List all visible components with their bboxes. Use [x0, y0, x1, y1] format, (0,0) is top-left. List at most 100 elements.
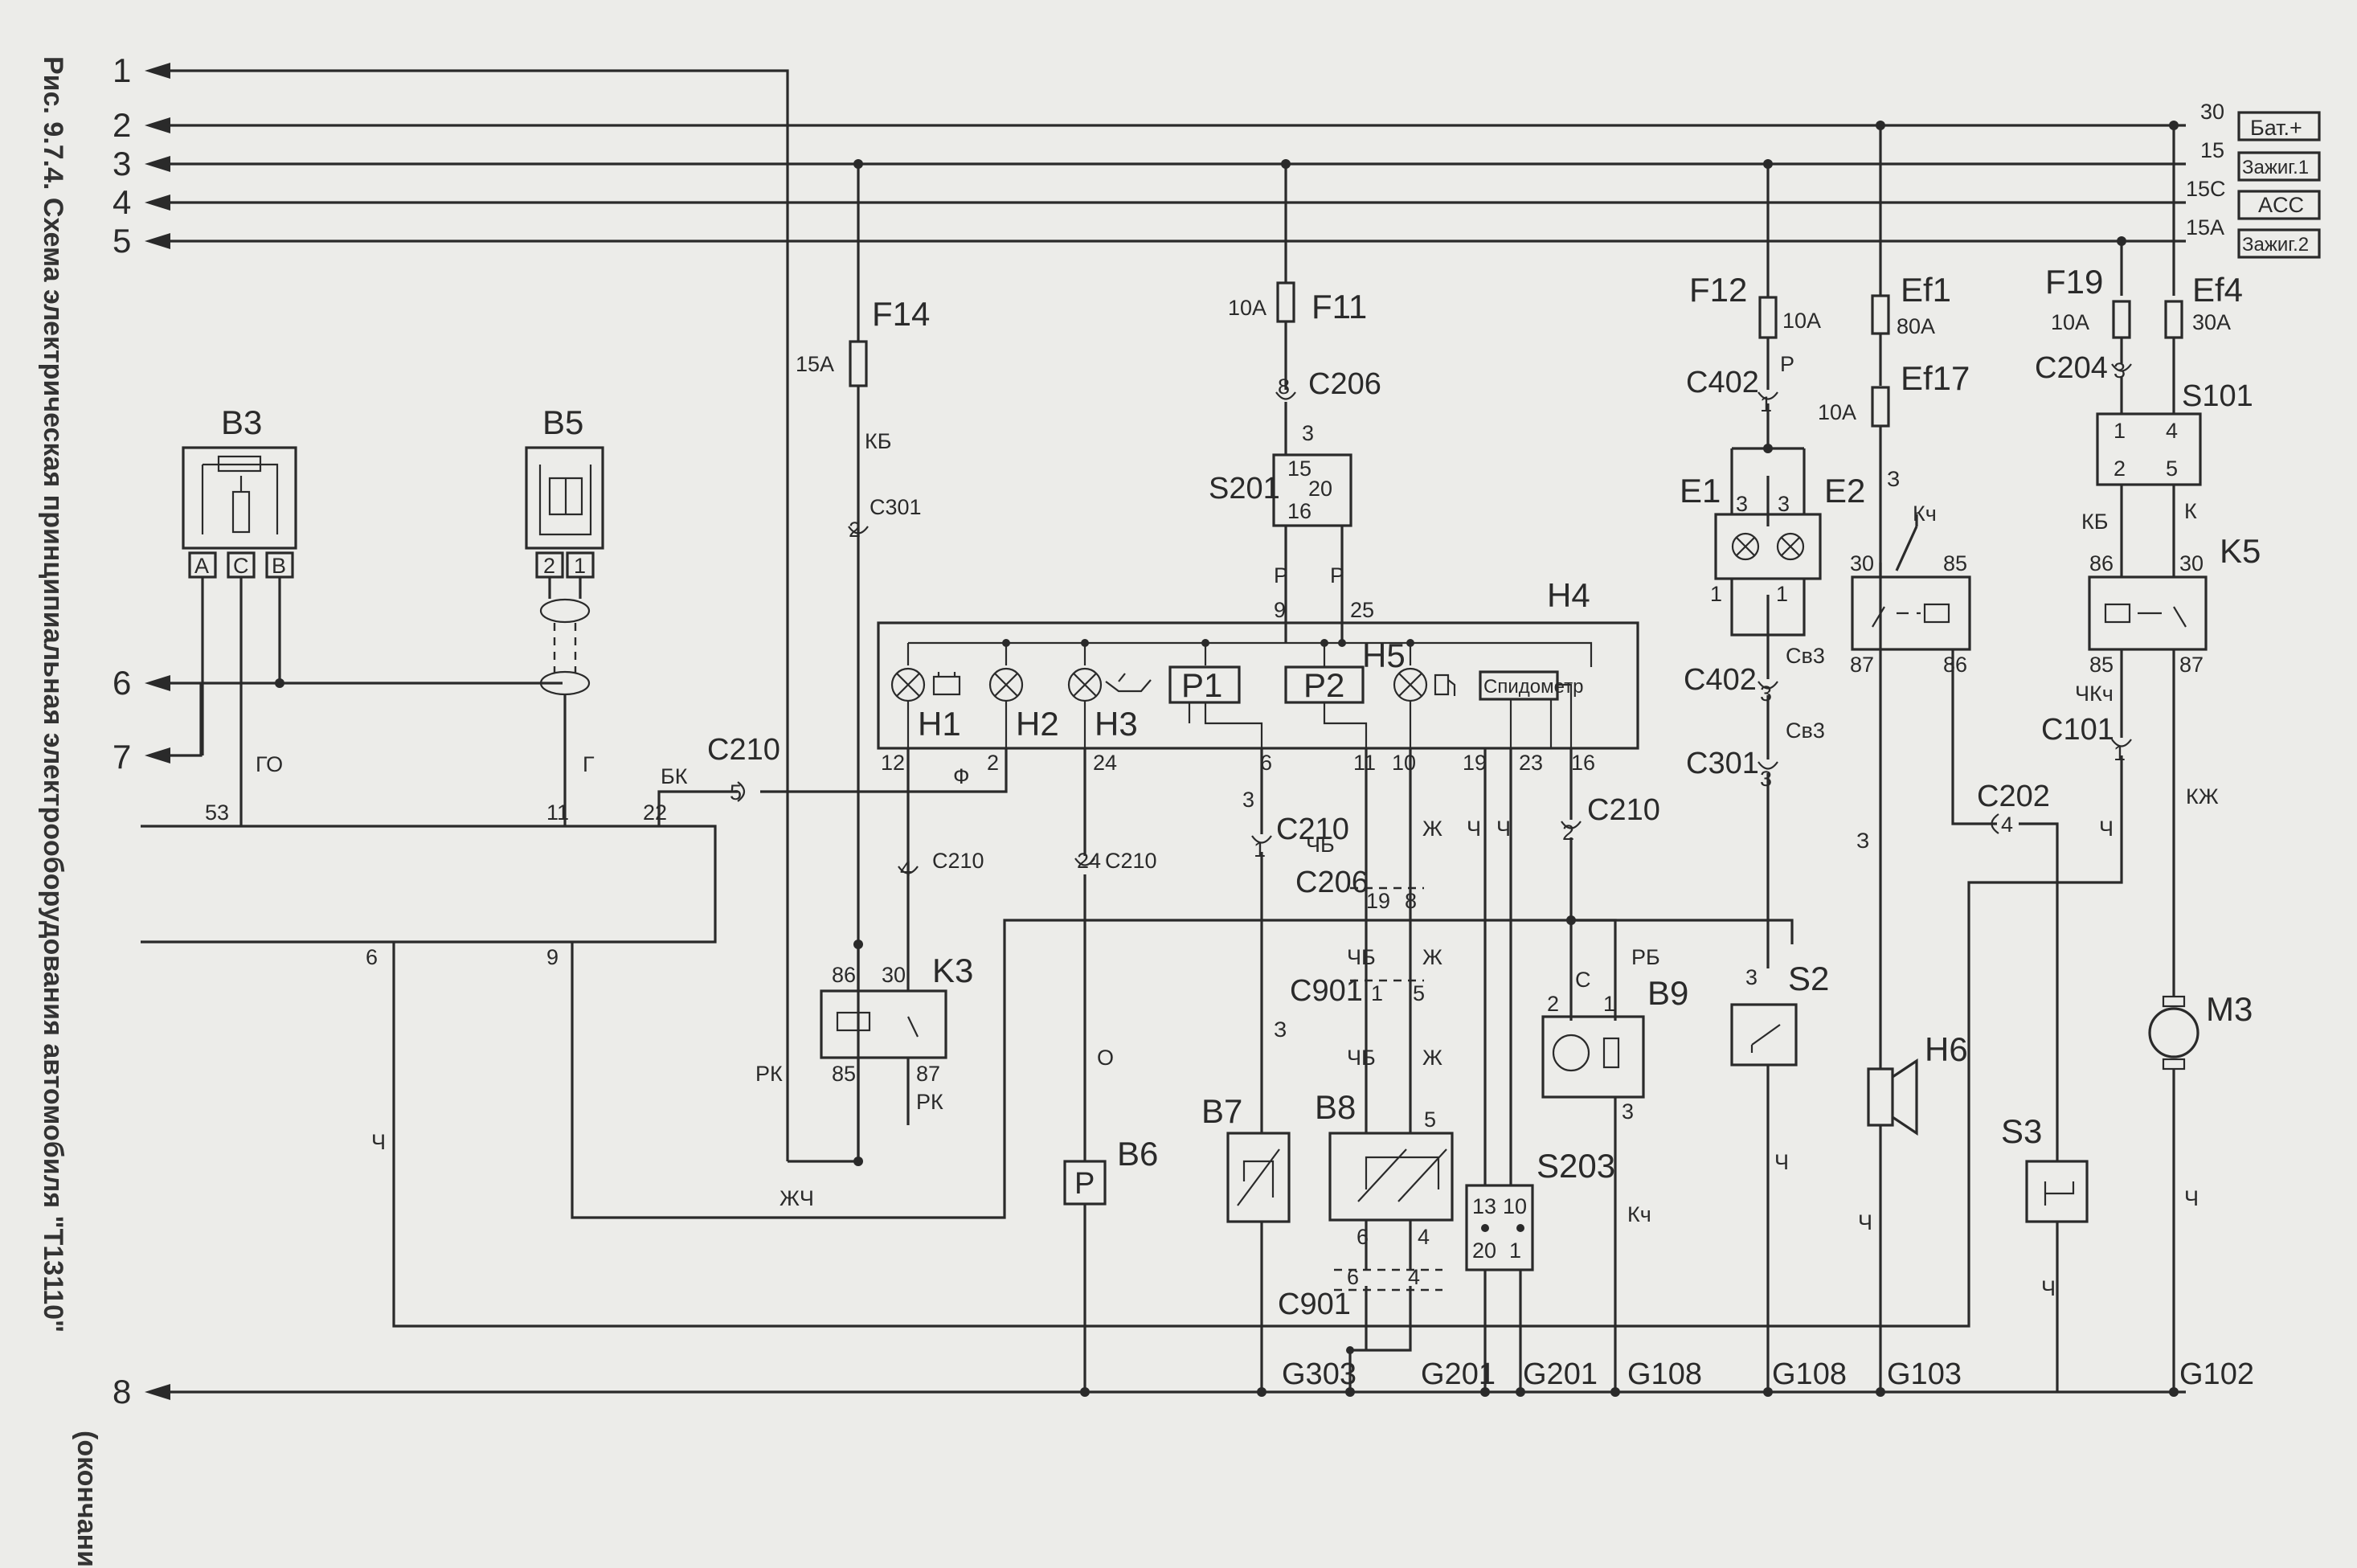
b9-pin-2: 2: [1547, 992, 1559, 1016]
bus-2-arrow: [145, 117, 170, 133]
h4-pin-25: 25: [1350, 598, 1374, 622]
f12-name: F12: [1689, 271, 1747, 309]
s203-ground-wires: [1483, 1270, 1522, 1392]
m3-label: M3: [2206, 990, 2253, 1028]
wire-kch-2: Кч: [1913, 502, 1937, 526]
s203-pin-20: 20: [1472, 1238, 1496, 1263]
bus-1-arrow: [145, 63, 170, 79]
s2-contact: [1750, 1024, 1781, 1053]
acc-label: ACC: [2258, 193, 2304, 217]
wire-go: ГО: [256, 752, 283, 776]
fuse-f11-icon: [1276, 281, 1295, 323]
s101-label: S101: [2182, 379, 2253, 413]
wire-ch-2: Ч: [1467, 817, 1481, 841]
e1-label: E1: [1680, 472, 1721, 510]
horn-relay-coil-icon: [1923, 603, 1950, 624]
f11-rating: 10А: [1228, 296, 1266, 320]
f12-rating: 10А: [1782, 309, 1821, 333]
bus-6-arrow: [145, 675, 170, 691]
lamp-e1-cross: [1736, 537, 1755, 556]
s101-pin-1: 1: [2114, 419, 2126, 443]
b5-shield-dashes: [553, 623, 577, 673]
e2-label: E2: [1824, 472, 1865, 510]
splice-s101-icon: [2096, 412, 2202, 486]
speed-sensor-b9-icon: [1541, 1015, 1645, 1099]
b6-branch: 24 C210 О Р B6: [1063, 747, 1158, 1397]
h4-box: [877, 621, 1639, 750]
lamps-e1-e2-box: [1714, 513, 1822, 580]
h4-node-6: [1406, 639, 1414, 647]
f11-junction: [1281, 159, 1291, 169]
k3-box: [820, 989, 947, 1059]
k5-pin-87: 87: [2179, 653, 2204, 677]
bus-8-arrow: [145, 1384, 170, 1400]
c210-h1-connector-icon: [898, 866, 919, 874]
ecu-outline: [141, 825, 717, 944]
ecu-lower-wires: Ч ЖЧ: [371, 881, 1977, 1328]
ground-g103: G103: [1887, 1357, 1962, 1391]
h4-pin-11: 11: [1353, 751, 1376, 775]
b7-label: B7: [1201, 1092, 1242, 1130]
h4-node-1: [1002, 639, 1010, 647]
horn-relay-contact: [1872, 606, 1921, 628]
c402-connector-bottom-icon: [1758, 681, 1778, 690]
b9-ground-junction: [1610, 1387, 1620, 1397]
horn-relay-pin-86: 86: [1943, 653, 1967, 677]
c202-label: C202: [1977, 780, 2050, 813]
fuse-f14-icon: [849, 340, 868, 387]
c101-label: C101: [2041, 713, 2114, 747]
wire-zhch: ЖЧ: [780, 1186, 814, 1210]
k3-contact-icon: [907, 1016, 919, 1038]
m3-brush-top: [2162, 995, 2186, 1008]
switch-s3-icon: [2025, 1160, 2089, 1223]
s203-node-right: [1516, 1224, 1524, 1232]
h4-label: H4: [1547, 576, 1590, 614]
p1-wire-z: З: [1274, 1017, 1287, 1042]
h4-node-3: [1201, 639, 1209, 647]
b8-label: B8: [1315, 1088, 1356, 1126]
wire-chkch: ЧКч: [2075, 682, 2114, 706]
c206-pin-8: 8: [1278, 375, 1290, 399]
c901-bottom-dashes: [1334, 1268, 1442, 1292]
b7-ground-junction: [1257, 1387, 1266, 1397]
h3-label: H3: [1095, 705, 1138, 743]
f19-branch: F19 10А Ef4 30А 3 C204 1 4 2 5 S101 КБ К…: [1977, 121, 2261, 1392]
motor-m3: КЖ M3 Ч: [2148, 649, 2253, 1397]
temp-sensor-b7-icon: [1226, 1132, 1291, 1223]
k5-pin-86: 86: [2089, 551, 2114, 575]
c206-label-top: C206: [1308, 367, 1381, 401]
f14-junction: [853, 159, 863, 169]
wire-sv3-2: Св3: [1786, 718, 1825, 743]
ef-wire-z: З: [1887, 467, 1900, 491]
wire-bk: БК: [661, 764, 688, 788]
bus-7-number: 7: [113, 738, 131, 776]
c206-pin-19: 19: [1366, 889, 1390, 913]
lamp-e2-icon: [1776, 532, 1805, 561]
lamp-e2-cross: [1781, 537, 1800, 556]
wire-chb-3: ЧБ: [1347, 1046, 1376, 1070]
wire-zh-2: Ж: [1422, 945, 1442, 969]
wire-p-2: Р: [1330, 563, 1344, 587]
h4-pin-9: 9: [1274, 598, 1286, 622]
ign2-label-box: [2237, 228, 2321, 259]
h4-pin-10: 10: [1392, 751, 1416, 775]
b9-pin-1: 1: [1603, 992, 1615, 1016]
bat-label-box: [2237, 111, 2321, 141]
c301-pin: 2: [849, 518, 861, 542]
b6-symbol: Р: [1074, 1167, 1095, 1201]
ground-g102: G102: [2179, 1357, 2254, 1391]
c210-h1-pin: 4: [900, 857, 912, 881]
horn-relay-pin-30: 30: [1850, 551, 1874, 575]
c210-h3-label: C210: [1105, 849, 1157, 873]
s203-wires-top: [1483, 747, 1512, 1185]
c204-label: C204: [2035, 351, 2108, 385]
wire-ch-8: Ч: [2184, 1186, 2199, 1210]
b8-feed-wires: [1365, 747, 1412, 1133]
b5-label: B5: [542, 403, 583, 441]
c901-label-top: C901: [1290, 974, 1363, 1008]
h2-ecu-link: 5 C210 БК Ф: [657, 733, 1008, 826]
bus-1-number: 1: [113, 51, 131, 89]
bus-1-wire: [161, 69, 789, 1161]
c210-h2-label: C210: [707, 733, 780, 767]
bus-4-number: 4: [113, 183, 131, 221]
